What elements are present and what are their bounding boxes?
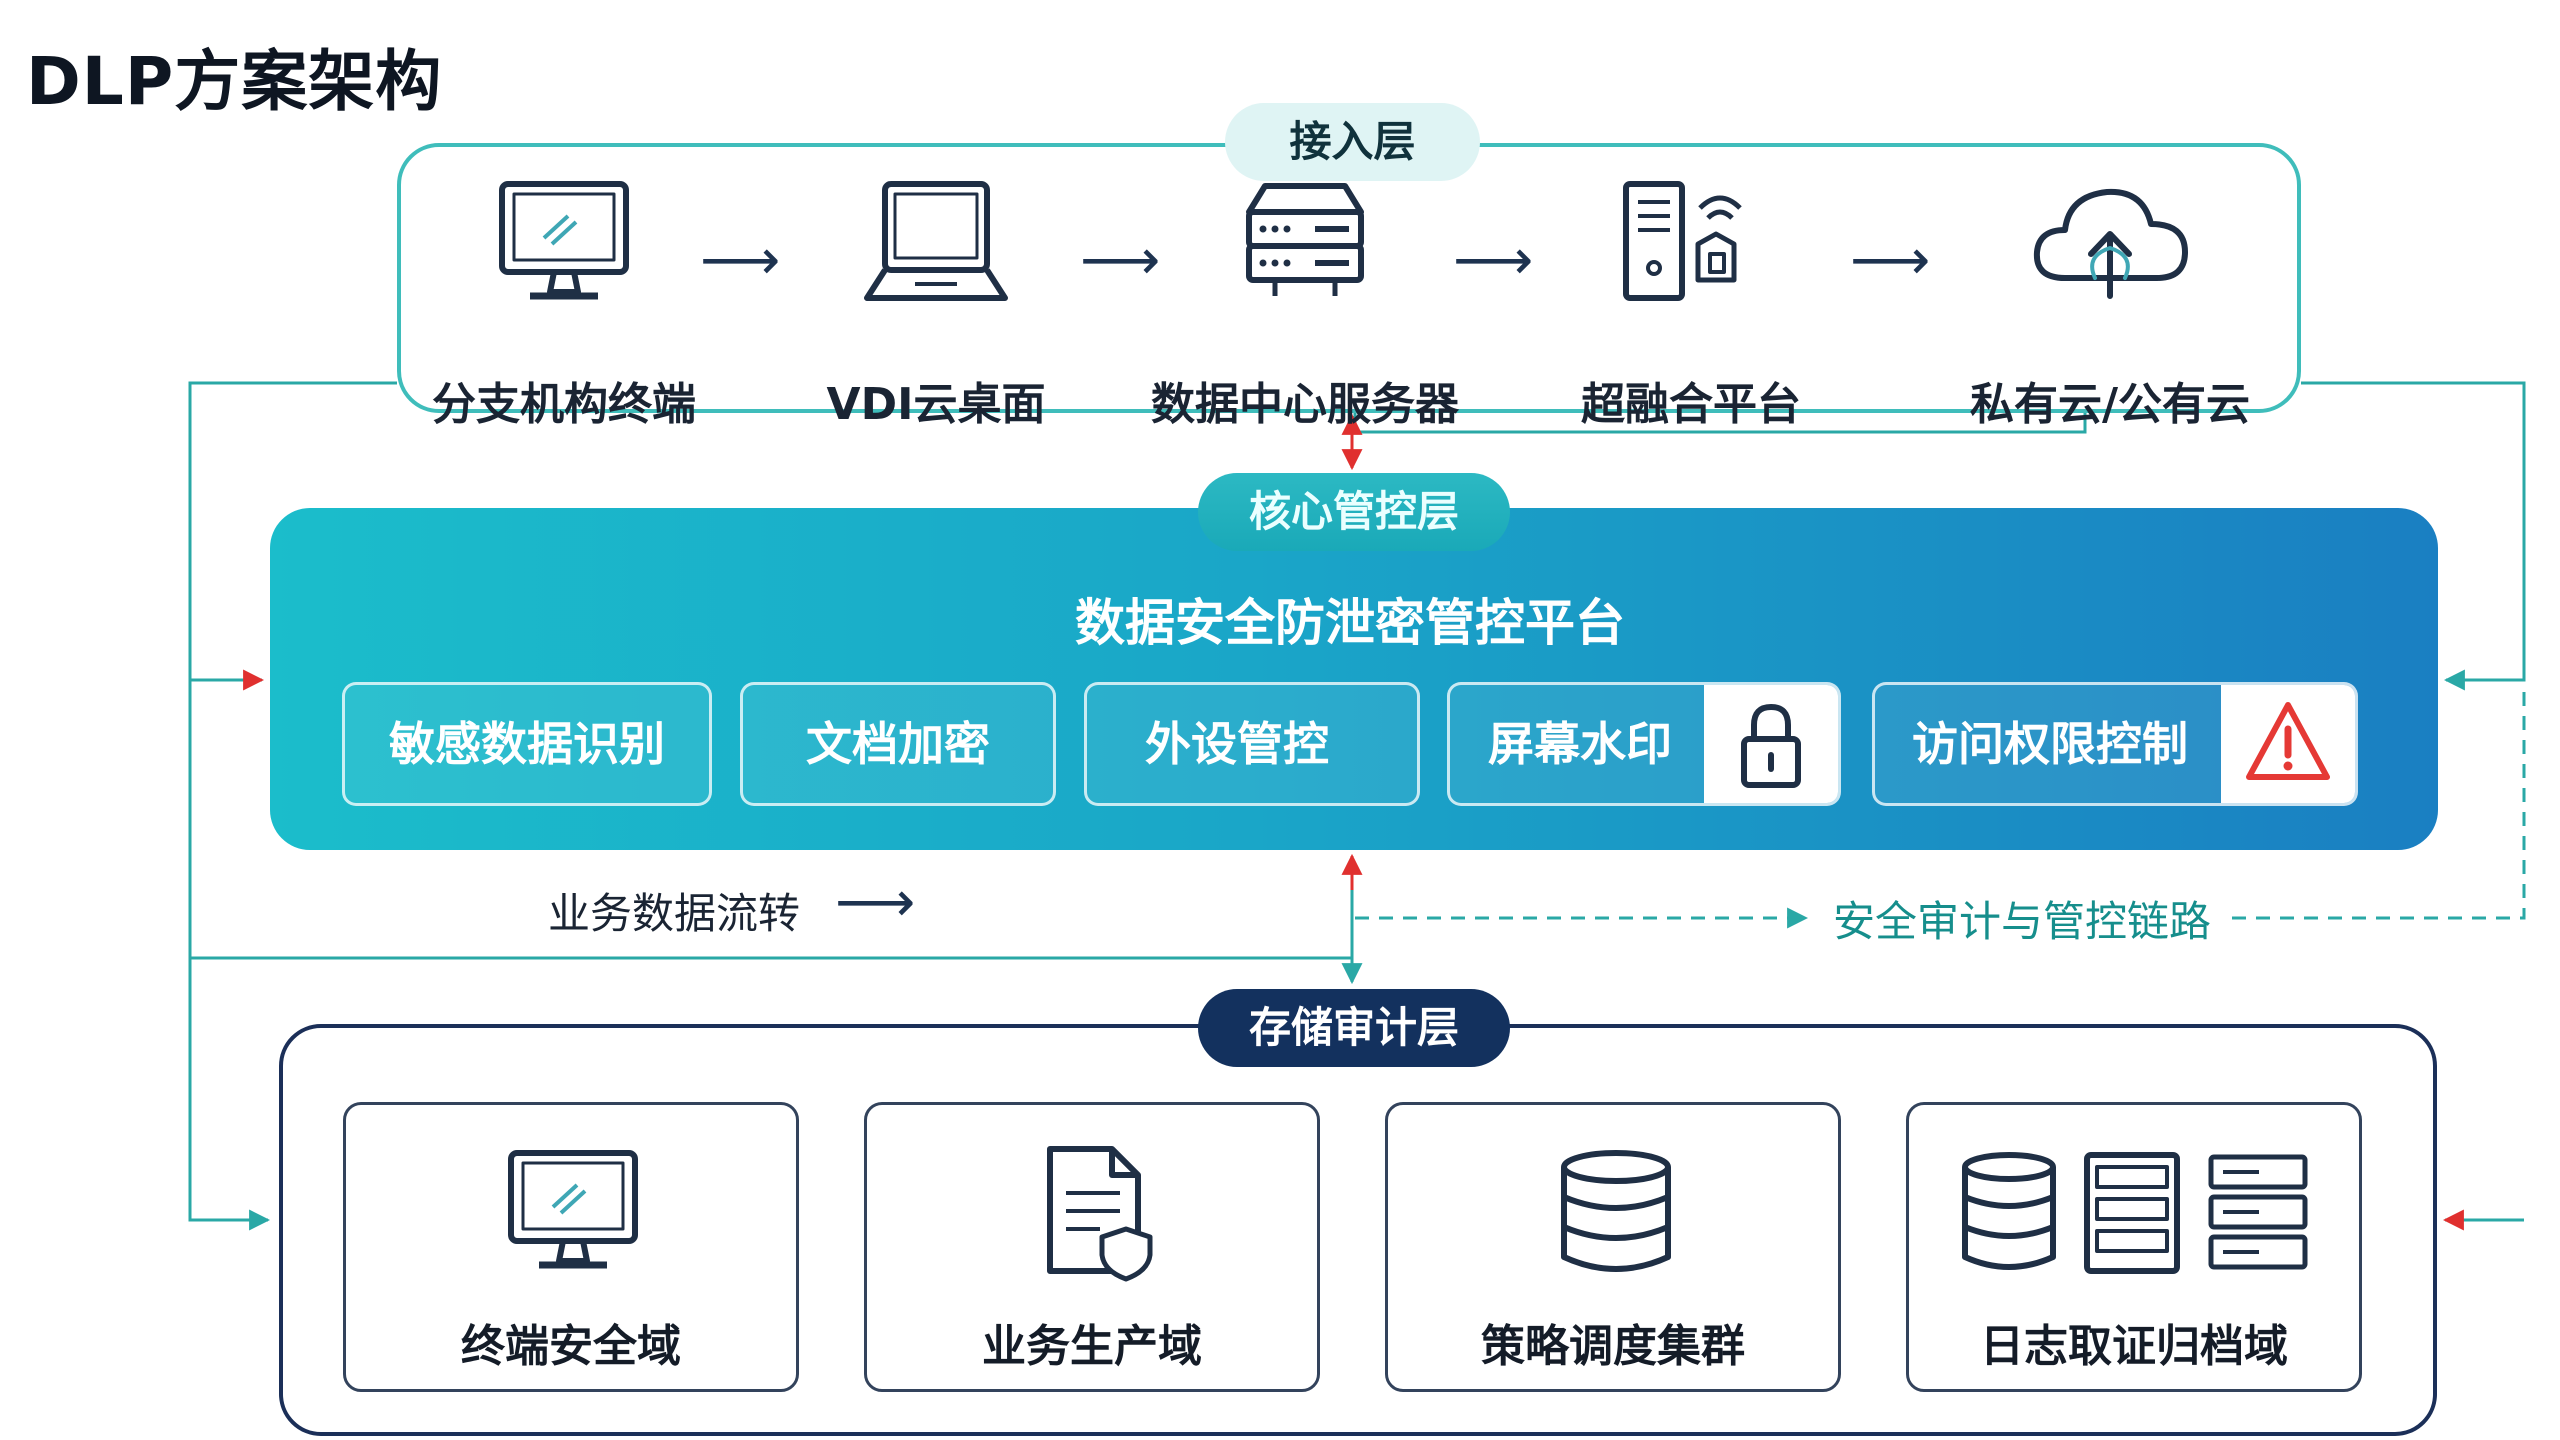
domain-label: 业务生产域 [982,1321,1202,1372]
warning-icon [2246,702,2330,780]
core-platform-title: 数据安全防泄密管控平台 [1075,594,1625,652]
flow-arrow-2: ⟶ [1080,228,1161,293]
access-item-branch-terminal[interactable]: 分支机构终端 [399,178,729,430]
page-title: DLP方案架构 [26,43,443,120]
left-feed-line [188,381,397,1231]
database-rack-icon [1962,1152,2308,1274]
module-label: 文档加密 [806,717,990,771]
module-sensitive-data[interactable]: 敏感数据识别 [342,682,712,806]
access-item-hci-platform[interactable]: 超融合平台 [1526,178,1856,430]
laptop-icon [864,181,1008,301]
module-icon-tile [1704,685,1838,803]
storage-layer-label: 存储审计层 [1198,989,1510,1067]
module-label: 屏幕水印 [1488,717,1672,771]
domain-label: 终端安全域 [461,1321,681,1372]
access-item-label: 私有云/公有云 [1969,379,2251,430]
module-label: 访问权限控制 [1912,717,2188,771]
right-feed-line [2301,381,2526,691]
core-layer-panel [270,508,2438,850]
access-item-label: 分支机构终端 [432,379,696,430]
domain-card-business[interactable]: 业务生产域 [864,1102,1320,1392]
access-item-vdi-desktop[interactable]: VDI云桌面 [771,178,1101,430]
module-peripheral-control[interactable]: 外设管控 [1084,682,1420,806]
audit-dashed-line-right [2232,690,2526,920]
document-shield-icon [1047,1146,1153,1282]
module-doc-encryption[interactable]: 文档加密 [740,682,1056,806]
domain-label: 策略调度集群 [1481,1321,1745,1372]
flow-arrow-1: ⟶ [700,228,781,293]
module-access-control[interactable]: 访问权限控制 [1872,682,2358,806]
business-flow-arrow: ⟶ [835,870,916,935]
module-screen-watermark[interactable]: 屏幕水印 [1447,682,1841,806]
access-item-label: 数据中心服务器 [1151,379,1459,430]
business-flow-caption: 业务数据流转 [548,889,801,938]
tower-wifi-icon [1623,181,1742,301]
core-layer-label: 核心管控层 [1198,473,1510,551]
cloud-upload-icon [2033,188,2188,299]
module-label: 外设管控 [1145,717,1329,771]
module-icon-tile [2221,685,2355,803]
access-item-cloud[interactable]: 私有云/公有云 [1945,178,2275,430]
flow-arrow-4: ⟶ [1850,228,1931,293]
flow-arrow-3: ⟶ [1453,228,1534,293]
database-icon [1561,1150,1671,1272]
audit-flow-caption: 安全审计与管控链路 [1833,897,2212,946]
access-item-label: 超融合平台 [1581,379,1801,430]
domain-card-terminal[interactable]: 终端安全域 [343,1102,799,1392]
module-label: 敏感数据识别 [389,717,665,771]
access-item-label: VDI云桌面 [826,379,1046,430]
domain-card-log-archive[interactable]: 日志取证归档域 [1906,1102,2362,1392]
access-item-dc-server[interactable]: 数据中心服务器 [1140,178,1470,430]
monitor-icon [508,1150,638,1269]
monitor-icon [499,181,629,300]
domain-card-policy[interactable]: 策略调度集群 [1385,1102,1841,1392]
server-icon [1246,183,1364,296]
lock-icon [1741,704,1801,788]
access-layer-label: 接入层 [1225,103,1480,181]
domain-label: 日志取证归档域 [1980,1321,2288,1372]
